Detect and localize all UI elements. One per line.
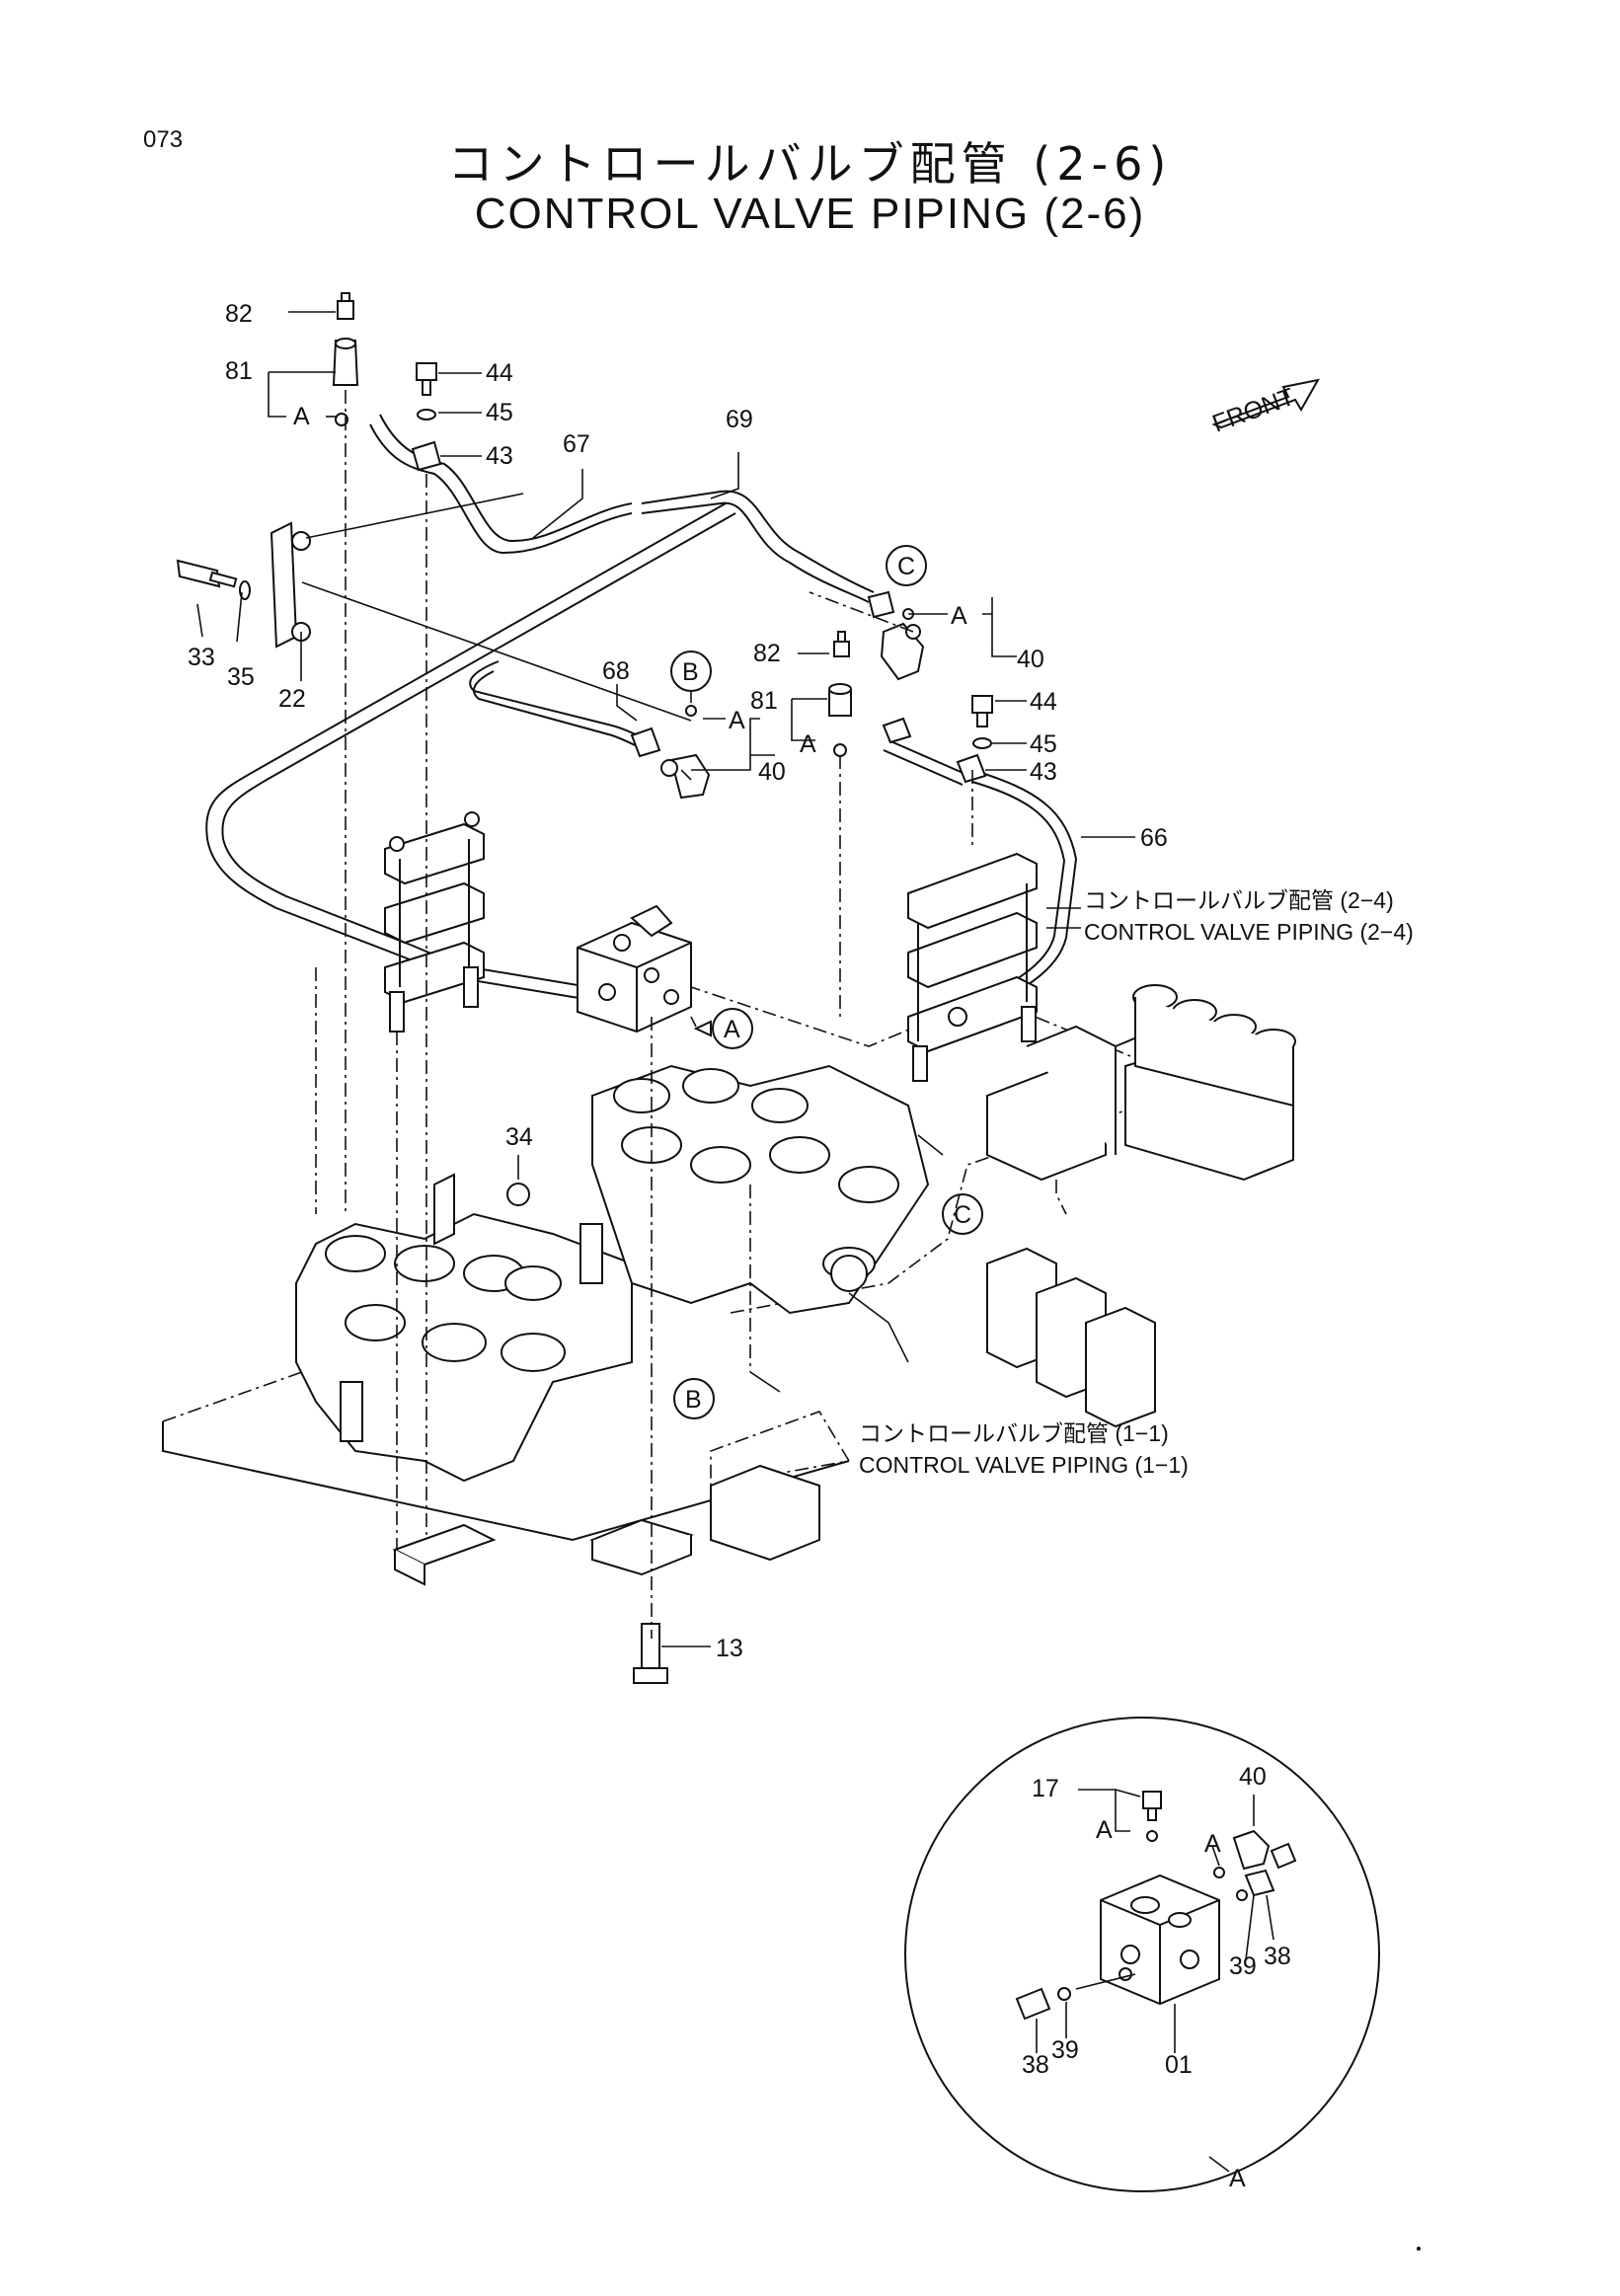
part-44-right: 44 — [1030, 688, 1057, 716]
part-82-center: 82 — [753, 640, 781, 667]
title-japanese: コントロールバルブ配管 (2-6) — [447, 137, 1173, 191]
detail-part-01: 01 — [1165, 2051, 1193, 2079]
part-67: 67 — [563, 430, 590, 458]
right-clamp-stack — [907, 852, 1038, 1082]
base-frame — [162, 986, 1215, 1586]
page-number: 073 — [143, 126, 184, 153]
manifold-block — [577, 904, 692, 1033]
bracket-22 — [176, 521, 311, 649]
bolt-13 — [633, 1623, 668, 1684]
ref-11-en: CONTROL VALVE PIPING (1−1) — [859, 1452, 1189, 1478]
ref-24-ja: コントロールバルブ配管 (2−4) — [1084, 887, 1394, 913]
detail-part-17: 17 — [1032, 1775, 1059, 1802]
part-69: 69 — [726, 406, 753, 433]
part-22: 22 — [278, 685, 306, 713]
fittings-top-left — [332, 292, 442, 472]
callout-b-lower: B — [673, 1378, 715, 1419]
part-81-center: 81 — [750, 687, 778, 715]
sub-a-3: A — [800, 730, 816, 758]
svg-text:C: C — [954, 1201, 971, 1229]
detail-part-40: 40 — [1239, 1763, 1267, 1791]
part-44-left: 44 — [486, 359, 513, 387]
part-66: 66 — [1140, 824, 1168, 852]
part-81-top: 81 — [225, 357, 253, 385]
part-33: 33 — [188, 644, 215, 671]
fittings-right — [630, 590, 993, 800]
detail-view-a: 17 A 40 A 38 39 38 39 01 A — [904, 1717, 1380, 2192]
part-43-right: 43 — [1030, 758, 1057, 786]
callout-c-lower: C — [942, 1193, 983, 1235]
part-13: 13 — [716, 1635, 743, 1662]
part-labels: 82 81 A 44 45 43 67 69 33 35 22 A 40 82 … — [188, 300, 1168, 1662]
assembly-lines — [301, 390, 973, 1639]
left-clamp-stack — [384, 811, 485, 1033]
callout-a: A — [693, 1008, 753, 1049]
part-40-right: 40 — [1017, 646, 1044, 673]
stray-dot — [1417, 2247, 1421, 2251]
reference-1-1: コントロールバルブ配管 (1−1) CONTROL VALVE PIPING (… — [859, 1420, 1189, 1478]
detail-label-a: A — [1229, 2165, 1246, 2192]
front-arrow-icon: FRONT — [1208, 378, 1320, 438]
control-valve-body — [295, 1064, 930, 1483]
callout-b-upper: B — [670, 651, 712, 717]
pipe-67 — [369, 414, 633, 555]
leader-lines — [196, 311, 1135, 1647]
right-side-components — [710, 984, 1296, 1562]
sub-a-4: A — [729, 707, 745, 734]
callout-c-upper: C — [886, 545, 927, 620]
part-34: 34 — [505, 1123, 533, 1151]
part-43-left: 43 — [486, 442, 513, 470]
pipe-69 — [641, 490, 875, 603]
svg-text:C: C — [897, 553, 915, 580]
title-english: CONTROL VALVE PIPING (2-6) — [474, 190, 1146, 238]
front-label: FRONT — [1208, 383, 1297, 438]
ref-11-ja: コントロールバルブ配管 (1−1) — [859, 1420, 1169, 1446]
detail-sub-a-1: A — [1096, 1816, 1113, 1844]
part-68: 68 — [602, 657, 630, 685]
part-82-top: 82 — [225, 300, 253, 328]
detail-part-38-right: 38 — [1264, 1943, 1291, 1970]
reference-2-4: コントロールバルブ配管 (2−4) CONTROL VALVE PIPING (… — [1084, 887, 1414, 945]
detail-part-39-left: 39 — [1051, 2036, 1079, 2064]
ref-24-en: CONTROL VALVE PIPING (2−4) — [1084, 919, 1414, 945]
svg-text:A: A — [724, 1016, 740, 1043]
part-45-right: 45 — [1030, 730, 1057, 758]
svg-text:B: B — [682, 658, 699, 686]
detail-part-38-left: 38 — [1022, 2051, 1049, 2079]
sub-a-1: A — [293, 403, 310, 430]
part-45-left: 45 — [486, 399, 513, 426]
part-35: 35 — [227, 663, 255, 691]
sub-a-2: A — [951, 602, 967, 630]
detail-part-39-right: 39 — [1229, 1952, 1257, 1980]
svg-text:B: B — [685, 1386, 702, 1414]
part-40-center: 40 — [758, 758, 786, 786]
detail-sub-a-2: A — [1204, 1830, 1221, 1858]
